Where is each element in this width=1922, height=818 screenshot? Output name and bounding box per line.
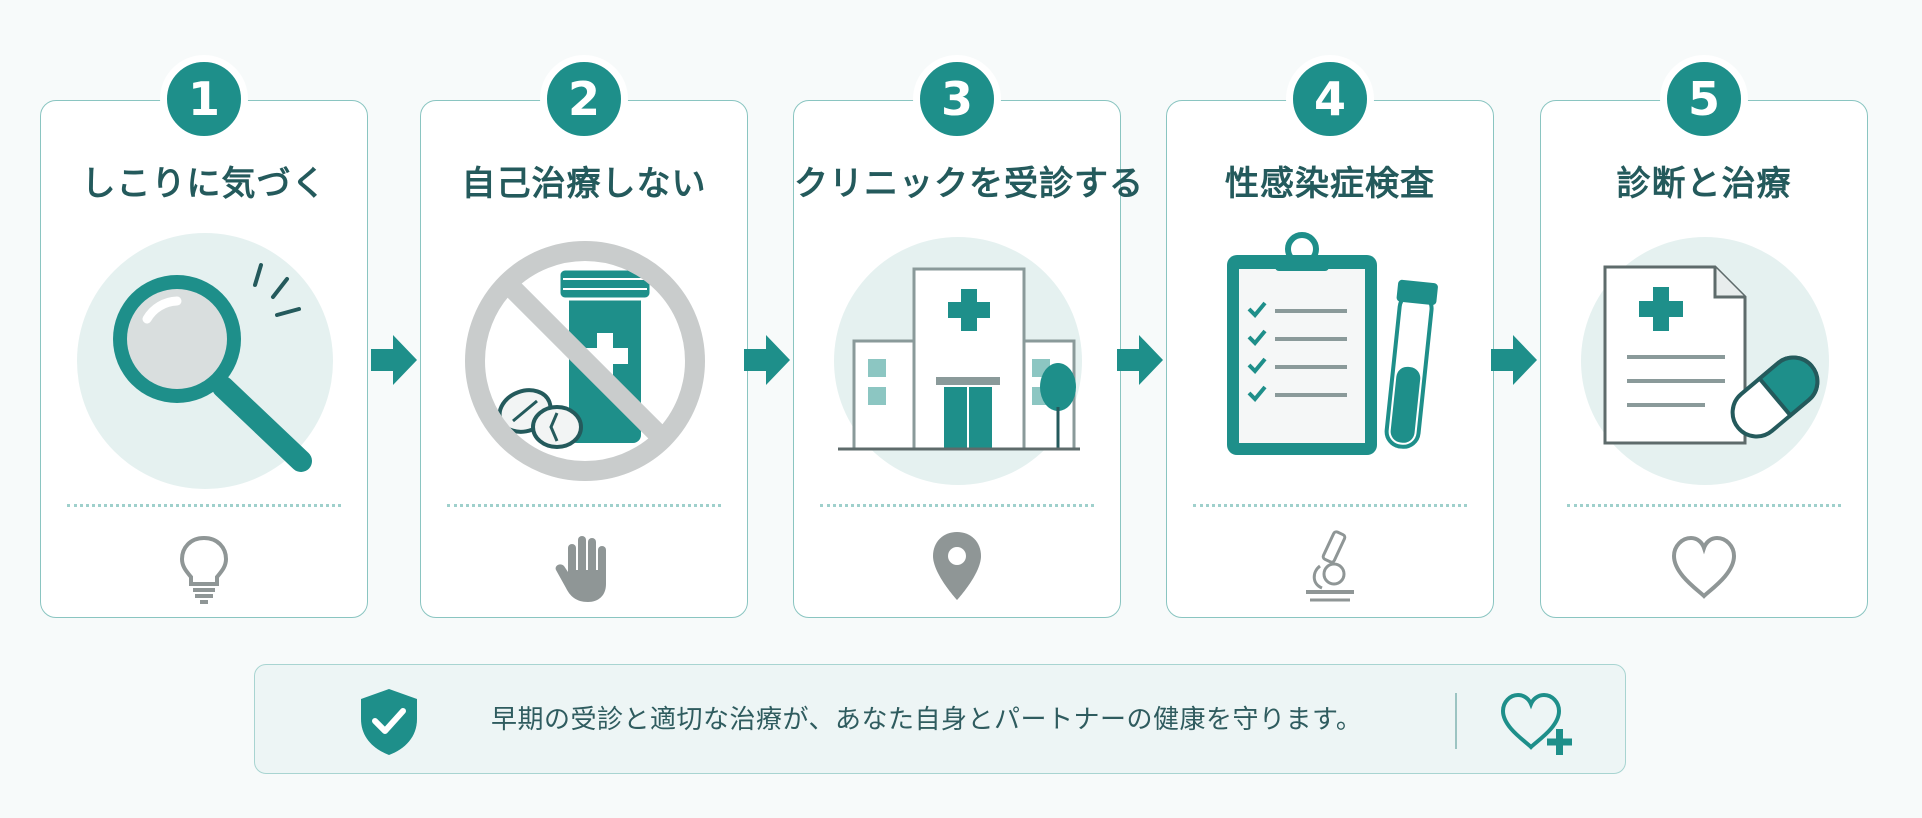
step-title: クリニックを受診する [794, 164, 1144, 204]
step-number-badge: 3 [913, 55, 1001, 143]
step-title: 自己治療しない [461, 164, 707, 204]
hand-stop-icon [555, 536, 606, 602]
step-number-badge: 5 [1660, 55, 1748, 143]
clipboard-test-tube-illustration [1227, 232, 1438, 455]
step-number-badge: 4 [1286, 55, 1374, 143]
dotted-divider [67, 504, 341, 507]
magnifying-glass-illustration [77, 233, 333, 489]
dotted-divider [447, 504, 721, 507]
arrow-right-icon [371, 335, 417, 385]
step-card-1: 1 しこりに気づく [40, 55, 368, 618]
message-banner: 早期の受診と適切な治療が、あなた自身とパートナーの健康を守ります。 [254, 664, 1626, 774]
heart-icon [1671, 535, 1737, 599]
location-pin-icon [933, 532, 981, 600]
step-title: 診断と治療 [1616, 164, 1792, 204]
step-title: 性感染症検査 [1225, 164, 1435, 204]
banner-divider [1455, 693, 1457, 749]
prescription-capsule-illustration [1581, 237, 1829, 485]
microscope-icon [1306, 530, 1354, 602]
lightbulb-icon [179, 535, 229, 604]
step-card-3: 3 クリニックを受診する [793, 55, 1144, 618]
shield-check-icon [361, 689, 417, 755]
arrow-right-icon [744, 335, 790, 385]
step-number-badge: 1 [160, 55, 248, 143]
step-card-5: 5 診断と治療 [1540, 55, 1868, 618]
step-title: しこりに気づく [81, 164, 327, 204]
heart-plus-icon [1500, 692, 1572, 755]
dotted-divider [1567, 504, 1841, 507]
dotted-divider [1193, 504, 1467, 507]
banner-message: 早期の受診と適切な治療が、あなた自身とパートナーの健康を守ります。 [491, 705, 1363, 735]
hospital-building-illustration [834, 237, 1082, 485]
step-card-4: 4 性感染症検査 [1166, 55, 1494, 618]
arrow-right-icon [1491, 335, 1537, 385]
step-card-2: 2 自己治療しない [420, 55, 748, 618]
no-medicine-illustration [465, 241, 705, 481]
step-number-badge: 2 [540, 55, 628, 143]
arrow-right-icon [1117, 335, 1163, 385]
dotted-divider [820, 504, 1094, 507]
